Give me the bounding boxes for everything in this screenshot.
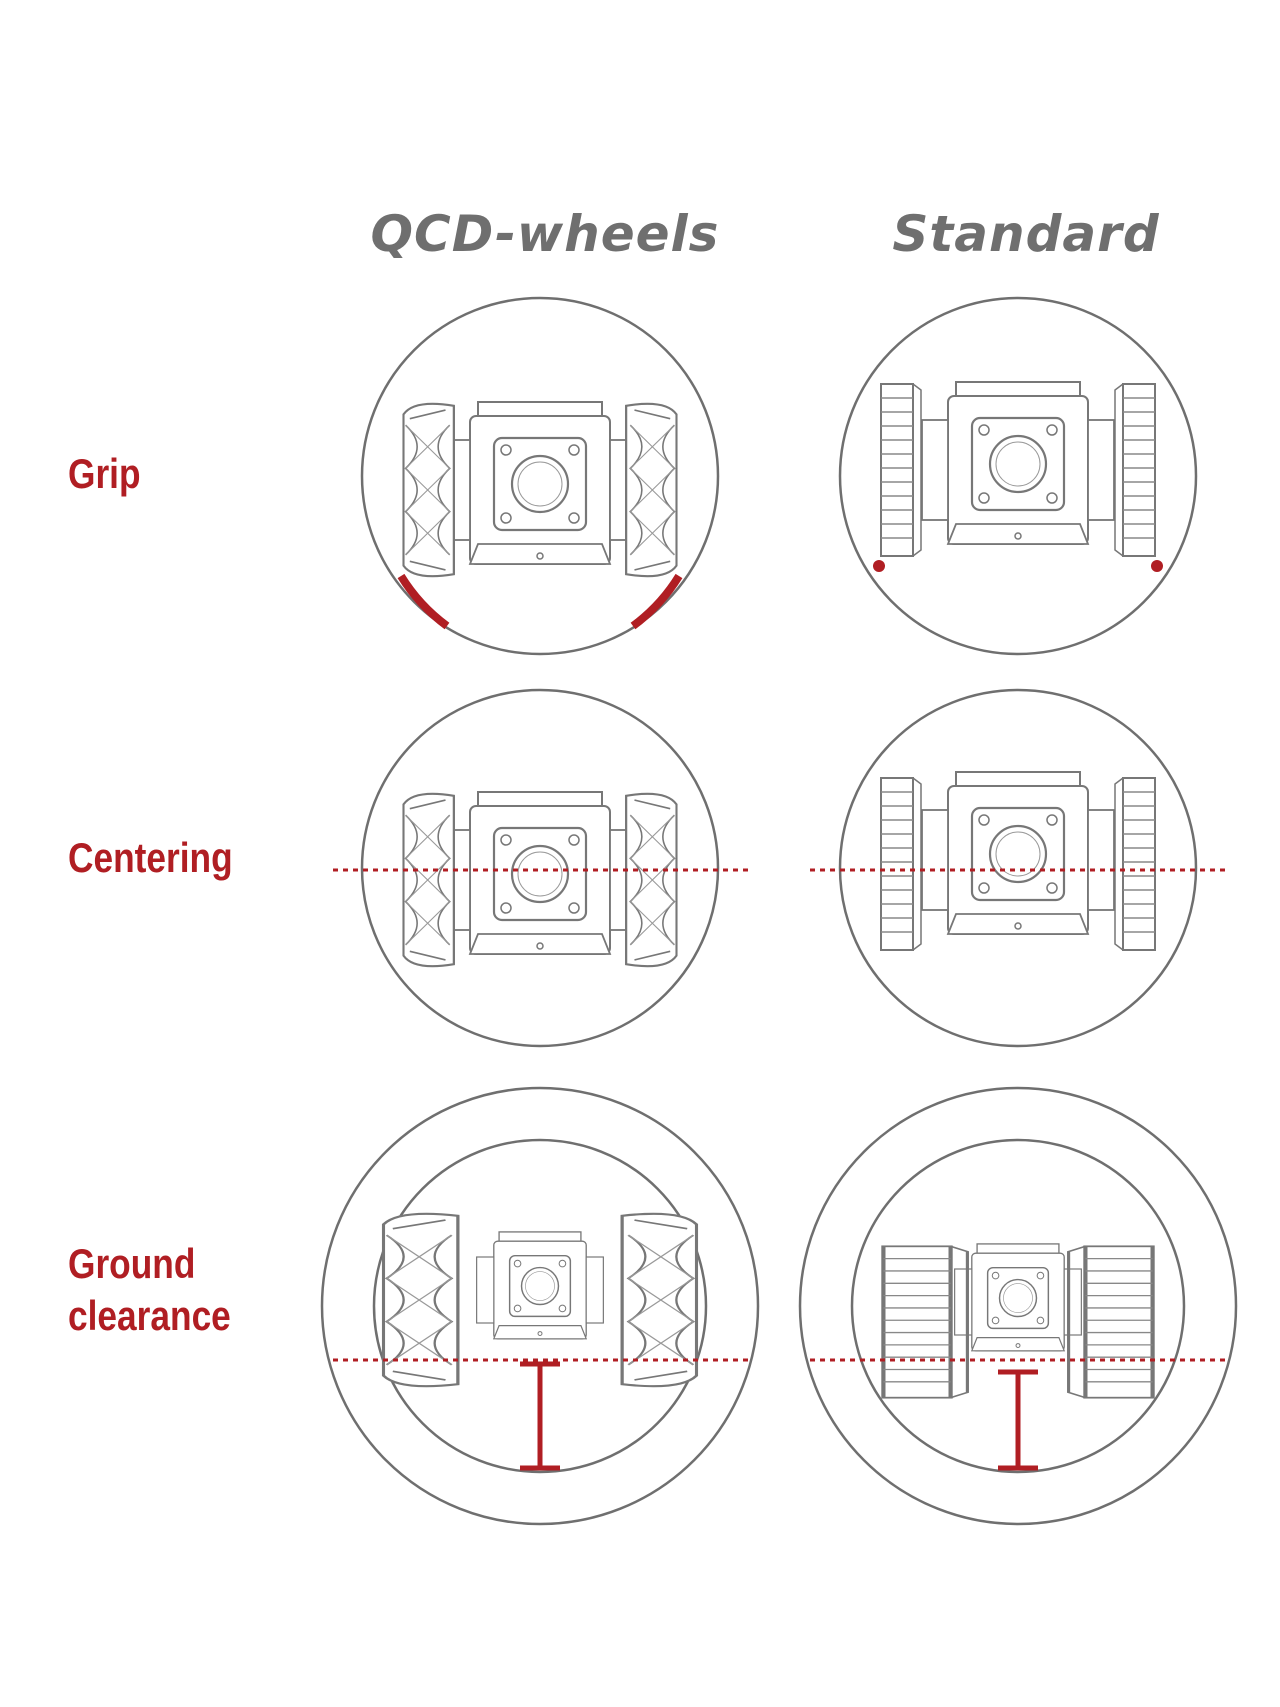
column-title-qcd-wheels: QCD-wheels — [370, 205, 720, 263]
standard-centering-diagram — [810, 688, 1228, 1048]
column-title-standard: Standard — [892, 205, 1160, 263]
qcd-grip-diagram — [360, 296, 720, 656]
standard-ground-clearance-diagram — [798, 1086, 1238, 1526]
qcd-ground-clearance-diagram — [320, 1086, 760, 1526]
row-label-ground: Ground — [68, 1240, 196, 1287]
row-label-clearance: clearance — [68, 1292, 231, 1339]
standard-grip-diagram — [838, 296, 1198, 656]
qcd-centering-diagram — [333, 688, 750, 1048]
row-label-centering: Centering — [68, 834, 233, 881]
row-label-grip: Grip — [68, 450, 141, 497]
